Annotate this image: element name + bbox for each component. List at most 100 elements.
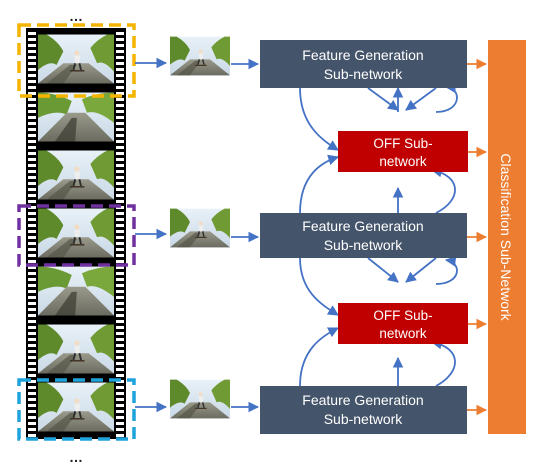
film-perforation <box>28 266 36 269</box>
film-perforation <box>28 290 36 293</box>
film-perforation <box>116 308 124 311</box>
film-perforation <box>28 176 36 179</box>
film-frame-2 <box>38 92 114 142</box>
film-perforation <box>116 410 124 413</box>
film-perforation <box>28 116 36 119</box>
film-perforation <box>28 302 36 305</box>
film-perforation <box>28 104 36 107</box>
feature-generation-label-line2: Sub-network <box>324 66 404 82</box>
off-subnetwork-block-2: OFF Sub- network <box>338 303 468 344</box>
film-perforation <box>116 158 124 161</box>
feature-generation-label-line1: Feature Generation <box>302 218 423 234</box>
film-perforation <box>28 254 36 257</box>
film-perforation <box>116 62 124 65</box>
feature-generation-label-line2: Sub-network <box>324 411 404 427</box>
film-perforation <box>28 212 36 215</box>
film-perforation <box>116 272 124 275</box>
feature-generation-label-line1: Feature Generation <box>302 392 423 408</box>
film-perforation <box>116 38 124 41</box>
selected-frame-yellow-highlight <box>17 23 136 98</box>
selected-frame-cyan-highlight <box>17 378 136 441</box>
film-perforation <box>28 410 36 413</box>
film-perforation <box>116 284 124 287</box>
film-perforation <box>116 134 124 137</box>
off-subnetwork-label-line1: OFF Sub- <box>373 136 432 151</box>
selected-frame-purple-highlight <box>17 204 136 267</box>
feature-generation-block-1: Feature Generation Sub-network <box>260 40 467 88</box>
film-perforation <box>28 158 36 161</box>
film-perforation <box>28 56 36 59</box>
film-perforation <box>116 392 124 395</box>
film-perforation <box>116 56 124 59</box>
film-perforation <box>28 344 36 347</box>
film-perforation <box>28 326 36 329</box>
film-perforation <box>28 278 36 281</box>
film-perforation <box>28 200 36 203</box>
film-perforation <box>116 344 124 347</box>
film-perforation <box>28 422 36 425</box>
film-perforation <box>28 164 36 167</box>
film-perforation <box>116 386 124 389</box>
film-perforation <box>28 272 36 275</box>
off-subnetwork-label-line2: network <box>379 154 427 169</box>
film-perforation <box>116 140 124 143</box>
film-perforation <box>116 332 124 335</box>
film-perforation <box>28 392 36 395</box>
film-perforation <box>116 290 124 293</box>
film-frame-3 <box>38 149 114 201</box>
film-strip <box>26 28 126 439</box>
film-perforation <box>116 128 124 131</box>
film-perforation <box>28 68 36 71</box>
sampled-frame-2-thumbnail <box>170 207 230 249</box>
film-perforation <box>28 428 36 431</box>
film-perforation <box>28 152 36 155</box>
film-perforation <box>28 62 36 65</box>
film-perforation <box>116 224 124 227</box>
film-perforation <box>116 350 124 353</box>
film-perforation <box>28 146 36 149</box>
film-perforation <box>28 92 36 95</box>
film-perforation <box>116 218 124 221</box>
classification-subnetwork-block: Classification Sub-Network <box>488 40 526 434</box>
film-frame-1 <box>38 33 114 85</box>
film-perforation <box>116 176 124 179</box>
film-perforation <box>116 212 124 215</box>
film-perforation <box>28 386 36 389</box>
film-perforation <box>116 428 124 431</box>
film-perforation <box>28 50 36 53</box>
film-perforation <box>116 146 124 149</box>
film-perforation <box>116 50 124 53</box>
film-frame-5 <box>38 266 114 316</box>
film-perforation <box>116 278 124 281</box>
film-perforation <box>116 248 124 251</box>
film-perforation <box>116 362 124 365</box>
film-perforation <box>28 242 36 245</box>
film-perforation <box>116 68 124 71</box>
film-perforation <box>116 398 124 401</box>
film-perforation <box>116 230 124 233</box>
sampled-frame-1-thumbnail <box>170 35 230 77</box>
film-perforation <box>28 434 36 437</box>
film-perforation <box>116 338 124 341</box>
film-perforation <box>28 248 36 251</box>
film-perforation <box>116 170 124 173</box>
film-perforation <box>116 434 124 437</box>
film-perforation <box>116 404 124 407</box>
film-perforation <box>28 38 36 41</box>
film-perforation <box>116 110 124 113</box>
feature-generation-block-3: Feature Generation Sub-network <box>260 386 467 434</box>
film-perforation <box>116 242 124 245</box>
film-perforation <box>28 224 36 227</box>
off-subnetwork-label-line1: OFF Sub- <box>373 308 432 323</box>
film-perforation <box>28 140 36 143</box>
to-classification-arrows <box>467 58 488 416</box>
film-perforation <box>28 122 36 125</box>
film-perforation <box>116 302 124 305</box>
film-perforation <box>28 134 36 137</box>
film-perforation <box>116 32 124 35</box>
film-perforation <box>28 404 36 407</box>
film-perforation <box>28 218 36 221</box>
film-perforation <box>116 152 124 155</box>
film-perforation <box>116 80 124 83</box>
